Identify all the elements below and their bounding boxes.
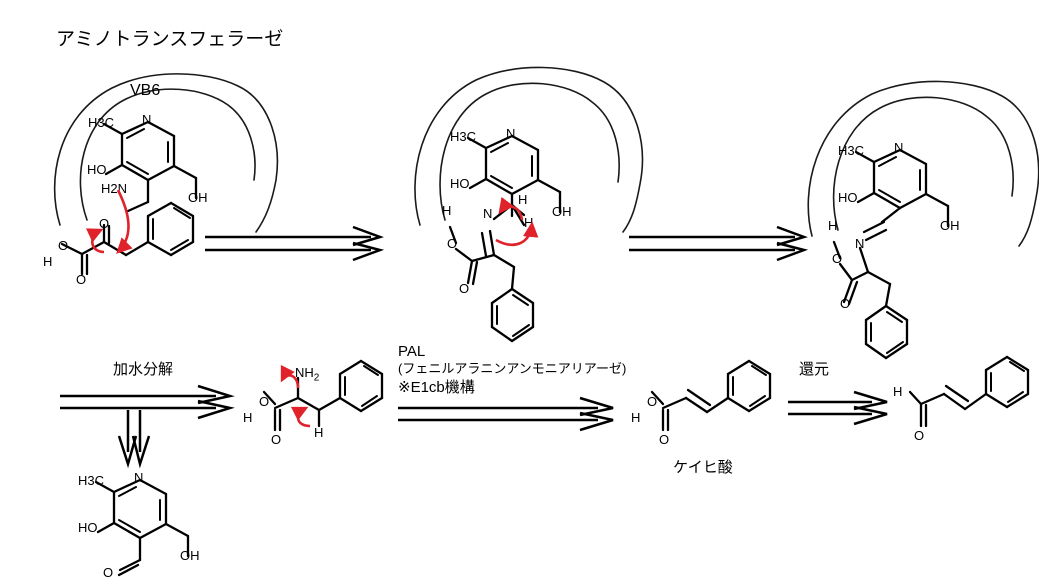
atom-label-methyl: H3C xyxy=(78,473,105,488)
atom-label-aldehyde-h: H xyxy=(893,384,903,399)
mechanism-arrows-phenylalanine xyxy=(276,364,336,442)
reduction-label: 還元 xyxy=(799,361,830,378)
atom-label-aldehyde-o: O xyxy=(914,428,925,443)
enzyme-pocket-1-icon xyxy=(53,73,279,233)
atom-label-methyl: H3C xyxy=(450,129,477,144)
pal-label-line3: ※E1cb機構 xyxy=(398,379,475,397)
atom-label-aldehyde-o: O xyxy=(103,565,114,580)
atom-label-carboxyl-h: H xyxy=(243,410,253,425)
reaction-step-2 xyxy=(390,60,644,310)
reduction-arrow xyxy=(786,390,896,426)
phenylpyruvic-acid-structure xyxy=(40,201,220,297)
hydrolysis-label: 加水分解 xyxy=(113,361,174,378)
atom-label-beta-h: H xyxy=(314,425,324,440)
atom-label-carboxyl-o: O xyxy=(58,238,69,253)
pal-reaction-arrow xyxy=(396,396,621,432)
atom-label-methyl: H3C xyxy=(838,143,865,158)
atom-label-h-upper: H xyxy=(518,192,528,207)
atom-label-hydroxymethyl: OH xyxy=(188,190,208,205)
atom-label-methyl: H3C xyxy=(88,115,115,130)
atom-label-hydroxymethyl: OH xyxy=(180,548,200,563)
atom-label-carboxyl-o: O xyxy=(259,394,270,409)
atom-label-carboxyl-h: H xyxy=(442,203,452,218)
hydrolysis-arrow-right xyxy=(58,384,238,420)
atom-label-hydroxy: HO xyxy=(78,520,98,535)
atom-label-ring-n: N xyxy=(142,112,152,127)
pal-label-line1: PAL xyxy=(398,343,426,360)
mechanism-arrows-2 xyxy=(488,196,598,266)
atom-label-hydroxymethyl: OH xyxy=(552,204,572,219)
ketimine-acid-structure xyxy=(432,203,602,343)
phenylalanine-structure xyxy=(242,359,402,448)
hydrolysis-arrow-down xyxy=(117,408,158,469)
atom-label-ketone-o: O xyxy=(99,216,110,231)
reaction-step-3 xyxy=(790,78,1039,328)
page-title: アミノトランスフェラーゼ xyxy=(56,29,284,50)
pal-label-line2: (フェニルアラニンアンモニアリアーゼ) xyxy=(398,361,627,377)
pyridoxine-ring-2 xyxy=(450,126,580,226)
atom-label-carboxyl-o: O xyxy=(832,251,843,266)
enzyme-pocket-3-icon xyxy=(807,80,1039,247)
atom-label-carbonyl-o: O xyxy=(271,432,282,447)
pyridoxal-product-structure xyxy=(78,470,208,580)
atom-label-carboxyl-h: H xyxy=(828,218,838,233)
aldimine-acid-structure xyxy=(820,218,995,360)
cinnamic-acid-name-label: ケイヒ酸 xyxy=(673,459,733,476)
atom-label-carboxyl-o: O xyxy=(647,394,658,409)
pyridoxamine-structure xyxy=(86,112,216,213)
reaction-step-1 xyxy=(0,60,360,320)
atom-label-carbonyl-o: O xyxy=(659,432,670,447)
reaction-arrow-2 xyxy=(627,225,812,265)
atom-label-carbonyl-o: O xyxy=(76,272,87,287)
reaction-arrow-1 xyxy=(203,225,388,265)
atom-label-carboxyl-o: O xyxy=(447,236,458,251)
atom-label-imine-n: N xyxy=(855,236,865,251)
atom-label-hydroxy: HO xyxy=(838,190,858,205)
vb6-label: VB6 xyxy=(130,82,161,99)
atom-label-hydroxymethyl: OH xyxy=(940,218,960,233)
mechanism-arrows-1 xyxy=(70,180,230,290)
atom-label-ring-n: N xyxy=(134,470,144,485)
atom-label-ring-n: N xyxy=(506,126,516,141)
cinnamaldehyde-structure xyxy=(893,355,1039,448)
atom-label-carboxyl-h: H xyxy=(43,254,53,269)
pyridoxal-ring-3 xyxy=(838,140,968,240)
atom-label-hydroxy: HO xyxy=(450,176,470,191)
atom-label-carbonyl-o: O xyxy=(840,296,851,311)
enzyme-pocket-2-icon xyxy=(414,66,644,233)
atom-label-ring-n: N xyxy=(894,140,904,155)
atom-label-amine: NH2 xyxy=(295,365,320,384)
atom-label-carboxyl-h: H xyxy=(631,410,641,425)
cinnamic-acid-structure xyxy=(630,359,790,448)
atom-label-carbonyl-o: O xyxy=(459,281,470,296)
atom-label-imine-n: N xyxy=(483,206,493,221)
atom-label-hydroxy: HO xyxy=(87,162,107,177)
pal-enzyme-label-group: PAL (フェニルアラニンアンモニアリアーゼ) ※E1cb機構 xyxy=(398,342,626,397)
